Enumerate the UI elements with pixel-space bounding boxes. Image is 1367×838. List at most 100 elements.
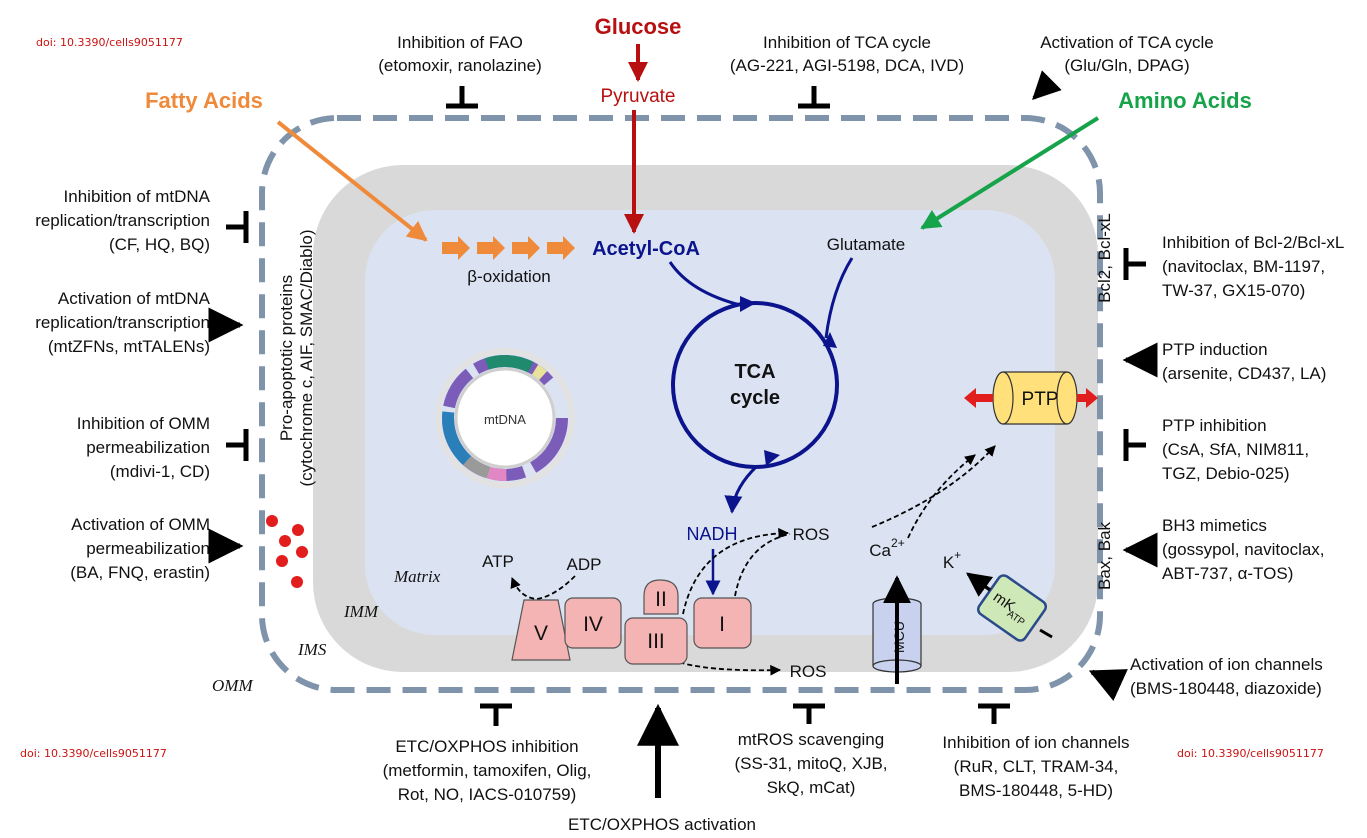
complex-to-ros-lower-arrow	[671, 659, 782, 676]
ion-activation-label-1: Activation of ion channels	[1130, 655, 1323, 674]
matrix-region	[365, 210, 1055, 635]
omm-inhibition-icon	[226, 429, 249, 461]
mtdna-inhibition-label-1: Inhibition of mtDNA	[64, 187, 211, 206]
calcium-to-ptp-arrow	[907, 454, 976, 539]
fao-inhibition-label-1: Inhibition of FAO	[397, 33, 523, 52]
adp-label: ADP	[567, 555, 602, 574]
mkatp-arrow	[966, 572, 994, 597]
ptp-induction-group: PTP induction (arsenite, CD437, LA)	[1122, 340, 1326, 383]
potassium-label: K+	[943, 548, 961, 572]
acetyl-coa-to-tca-arrow	[668, 261, 741, 307]
tca-inhibition-label-1: Inhibition of TCA cycle	[763, 33, 931, 52]
calcium-superscript: 2+	[891, 536, 905, 550]
ion-inhibition-label-2: (RuR, CLT, TRAM-34,	[954, 757, 1119, 776]
ion-activation-label-2: (BMS-180448, diazoxide)	[1130, 679, 1322, 698]
omm-activation-group: Activation of OMM permeabilization (BA, …	[70, 515, 244, 582]
ptp-inhibition-group: PTP inhibition (CsA, SfA, NIM811, TGZ, D…	[1123, 416, 1309, 483]
tca-cycle-label-2: cycle	[730, 387, 780, 409]
pro-apoptotic-label-1: Pro-apoptotic proteins	[277, 275, 296, 441]
complex-v: V	[511, 599, 571, 661]
ptp-inhibition-label-1: PTP inhibition	[1162, 416, 1267, 435]
ion-inhibition-label-3: BMS-180448, 5-HD)	[959, 781, 1113, 800]
etc-activation-group: ETC/OXPHOS activation	[568, 703, 756, 834]
amino-acids-label: Amino Acids	[1118, 88, 1252, 113]
mtdna-activation-label-3: (mtZFNs, mtTALENs)	[48, 337, 210, 356]
bh3-mimetics-group: BH3 mimetics (gossypol, navitoclax, ABT-…	[1122, 516, 1325, 583]
tca-cycle-arrowhead-top	[740, 296, 756, 312]
ptp-inhibition-label-3: TGZ, Debio-025)	[1162, 464, 1290, 483]
tca-inhibition-icon	[798, 86, 830, 109]
mtdna-label: mtDNA	[484, 412, 526, 427]
ptp-inhibition-label-2: (CsA, SfA, NIM811,	[1162, 440, 1309, 459]
ptp-induction-label-1: PTP induction	[1162, 340, 1268, 359]
tca-activation-label-2: (Glu/Gln, DPAG)	[1064, 56, 1189, 75]
bcl-inhibition-label-2: (navitoclax, BM-1197,	[1162, 257, 1325, 276]
ptp-red-arrow-right	[1077, 388, 1098, 408]
bcl-inhibition-group: Inhibition of Bcl-2/Bcl-xL (navitoclax, …	[1123, 233, 1344, 300]
pro-apoptotic-label-2: (cytochrome c, AIF, SMAC/Diablo)	[297, 230, 316, 487]
tca-activation-group: Activation of TCA cycle (Glu/Gln, DPAG)	[1032, 33, 1214, 100]
glucose-label: Glucose	[595, 14, 682, 39]
mtros-scavenging-group: mtROS scavenging (SS-31, mitoQ, XJB, SkQ…	[734, 703, 888, 797]
outer-membrane	[259, 115, 1103, 693]
mtdna-inhibition-icon	[226, 211, 249, 243]
omm-label: OMM	[212, 676, 253, 695]
ion-inhibition-group: Inhibition of ion channels (RuR, CLT, TR…	[942, 703, 1130, 800]
etc-inhibition-label-3: Rot, NO, IACS-010759)	[398, 785, 577, 804]
fao-inhibition-icon	[446, 86, 478, 109]
complex-ii: II	[643, 579, 679, 615]
bax-bak-label: Bax, Bak	[1095, 521, 1114, 590]
ptp-channel: PTP	[992, 371, 1078, 425]
ptp-label: PTP	[1022, 389, 1059, 410]
mtdna-inhibition-label-2: replication/transcription	[35, 211, 210, 230]
complex-iv-label: IV	[583, 613, 603, 636]
omm-inhibition-label-3: (mdivi-1, CD)	[110, 462, 210, 481]
ion-activation-group: Activation of ion channels (BMS-180448, …	[1088, 655, 1323, 701]
amino-acids-arrow	[920, 116, 1100, 230]
tca-activation-label-1: Activation of TCA cycle	[1040, 33, 1214, 52]
tca-cycle-arrowhead-right	[823, 332, 837, 348]
complex-iv: IV	[564, 597, 622, 649]
ros-upper-label: ROS	[793, 525, 830, 544]
potassium-superscript: +	[954, 548, 961, 562]
bh3-mimetics-label-2: (gossypol, navitoclax,	[1162, 540, 1325, 559]
nadh-label: NADH	[686, 524, 737, 544]
atp-label: ATP	[482, 552, 514, 571]
etc-activation-label: ETC/OXPHOS activation	[568, 815, 756, 834]
complex-i-label: I	[719, 613, 725, 636]
ros-to-ptp-arrow	[871, 445, 996, 528]
doi-label-bottom-left: doi: 10.3390/cells9051177	[20, 747, 167, 760]
mtros-scavenging-label-2: (SS-31, mitoQ, XJB,	[734, 754, 887, 773]
omm-inhibition-group: Inhibition of OMM permeabilization (mdiv…	[77, 414, 249, 481]
complex-iii-to-ros-upper-arrow	[682, 527, 790, 615]
etc-inhibition-label-2: (metformin, tamoxifen, Olig,	[383, 761, 592, 780]
glutamate-to-tca-arrow	[824, 257, 854, 339]
tca-cycle-arrowhead-bottom	[764, 450, 780, 466]
mtdna-activation-group: Activation of mtDNA replication/transcri…	[35, 289, 244, 356]
mtdna-activation-label-2: replication/transcription	[35, 313, 210, 332]
etc-inhibition-icon	[480, 703, 512, 726]
complex-v-label: V	[534, 622, 548, 645]
ptp-red-arrow-left	[964, 388, 993, 408]
complex-iii-label: III	[647, 630, 665, 653]
omm-inhibition-label-2: permeabilization	[86, 438, 210, 457]
omm-activation-label-2: permeabilization	[86, 539, 210, 558]
omm-activation-label-3: (BA, FNQ, erastin)	[70, 563, 210, 582]
ptp-inhibition-icon	[1123, 429, 1146, 461]
tca-inhibition-label-2: (AG-221, AGI-5198, DCA, IVD)	[730, 56, 964, 75]
imm-label: IMM	[343, 602, 379, 621]
bcl-inhibition-icon	[1123, 248, 1146, 280]
bcl-inhibition-label-1: Inhibition of Bcl-2/Bcl-xL	[1162, 233, 1344, 252]
matrix-label: Matrix	[393, 567, 441, 586]
etc-inhibition-group: ETC/OXPHOS inhibition (metformin, tamoxi…	[383, 703, 592, 804]
beta-oxidation-label: β-oxidation	[467, 267, 551, 286]
complex-iii: III	[624, 617, 688, 665]
etc-inhibition-label-1: ETC/OXPHOS inhibition	[395, 737, 578, 756]
mtdna-activation-label-1: Activation of mtDNA	[58, 289, 211, 308]
tca-activation-arrow	[1032, 70, 1062, 100]
tca-inhibition-group: Inhibition of TCA cycle (AG-221, AGI-519…	[730, 33, 964, 109]
ion-inhibition-label-1: Inhibition of ion channels	[942, 733, 1129, 752]
omm-activation-label-1: Activation of OMM	[71, 515, 210, 534]
bh3-mimetics-label-3: ABT-737, α-TOS)	[1162, 564, 1293, 583]
